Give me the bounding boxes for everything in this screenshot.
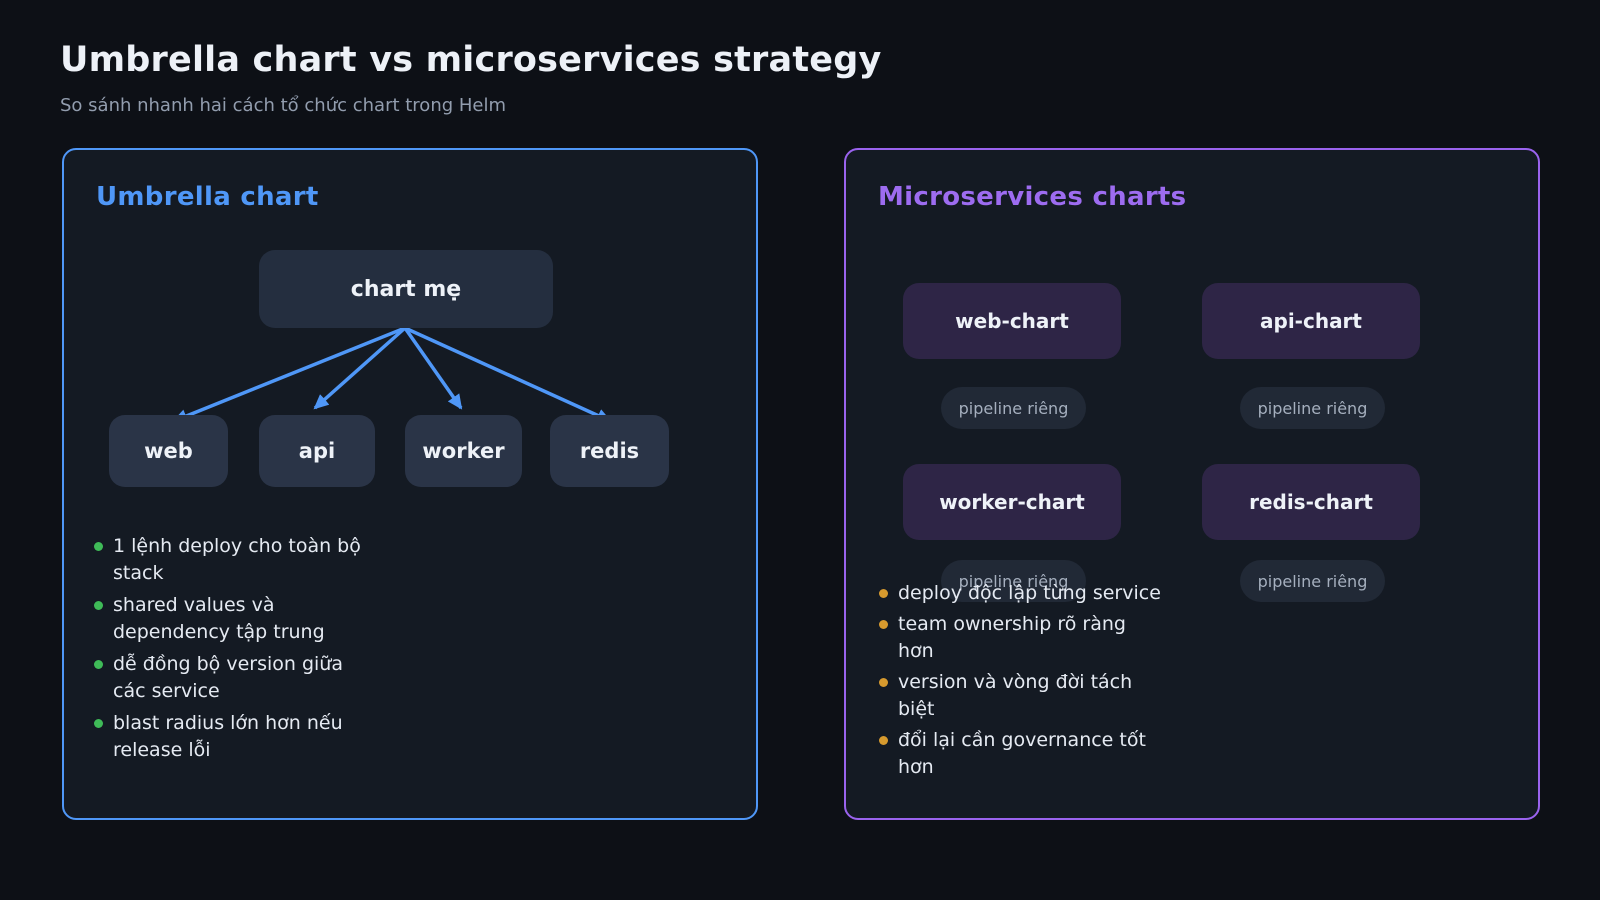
pipeline-badge-api: pipeline riêng: [1240, 387, 1385, 429]
amber-bullet-icon: [879, 678, 888, 687]
green-bullet-icon: [94, 660, 103, 669]
bullet-text: 1 lệnh deploy cho toàn bộ stack: [113, 535, 361, 584]
list-item: 1 lệnh deploy cho toàn bộ stack: [94, 533, 379, 587]
node-api: api: [259, 415, 375, 487]
amber-bullet-icon: [879, 589, 888, 598]
bullet-text: đổi lại cần governance tốt hơn: [898, 729, 1146, 778]
page-subtitle: So sánh nhanh hai cách tổ chức chart tro…: [60, 95, 507, 116]
node-api-chart: api-chart: [1202, 283, 1420, 359]
node-redis-label: redis: [579, 439, 640, 463]
list-item: deploy độc lập từng service: [879, 580, 1164, 607]
arrow-to-api: [313, 326, 407, 410]
bullet-text: dễ đồng bộ version giữa các service: [113, 653, 343, 702]
umbrella-bullet-list: 1 lệnh deploy cho toàn bộ stack shared v…: [94, 533, 379, 769]
pipeline-badge-redis: pipeline riêng: [1240, 560, 1385, 602]
node-web-chart: web-chart: [903, 283, 1121, 359]
list-item: đổi lại cần governance tốt hơn: [879, 727, 1164, 781]
node-web: web: [109, 415, 228, 487]
node-chart-me: chart mẹ: [259, 250, 553, 328]
umbrella-panel-title: Umbrella chart: [96, 182, 319, 212]
list-item: shared values và dependency tập trung: [94, 592, 379, 646]
node-worker-label: worker: [422, 439, 505, 463]
microservices-panel-title: Microservices charts: [878, 182, 1187, 212]
node-web-chart-label: web-chart: [955, 309, 1069, 333]
page-title: Umbrella chart vs microservices strategy: [60, 40, 882, 80]
list-item: team ownership rõ ràng hơn: [879, 611, 1164, 665]
node-redis: redis: [550, 415, 669, 487]
amber-bullet-icon: [879, 736, 888, 745]
green-bullet-icon: [94, 601, 103, 610]
node-chart-me-label: chart mẹ: [350, 276, 462, 302]
node-redis-chart: redis-chart: [1202, 464, 1420, 540]
arrow-to-redis: [404, 326, 612, 423]
list-item: version và vòng đời tách biệt: [879, 669, 1164, 723]
umbrella-chart-panel: Umbrella chart chart mẹ web api worker r…: [62, 148, 758, 820]
list-item: blast radius lớn hơn nếu release lỗi: [94, 710, 379, 764]
green-bullet-icon: [94, 719, 103, 728]
bullet-text: team ownership rõ ràng hơn: [898, 613, 1126, 662]
bullet-text: blast radius lớn hơn nếu release lỗi: [113, 712, 343, 761]
node-api-chart-label: api-chart: [1260, 309, 1362, 333]
node-worker-chart: worker-chart: [903, 464, 1121, 540]
green-bullet-icon: [94, 542, 103, 551]
microservices-charts-panel: Microservices charts web-chart api-chart…: [844, 148, 1540, 820]
amber-bullet-icon: [879, 620, 888, 629]
bullet-text: deploy độc lập từng service: [898, 582, 1161, 604]
bullet-text: version và vòng đời tách biệt: [898, 671, 1133, 720]
arrow-to-worker: [403, 326, 463, 410]
node-worker: worker: [405, 415, 522, 487]
pipeline-badge-worker: pipeline riêng: [941, 560, 1086, 602]
node-worker-chart-label: worker-chart: [939, 490, 1085, 514]
pipeline-badge-web: pipeline riêng: [941, 387, 1086, 429]
node-redis-chart-label: redis-chart: [1249, 490, 1373, 514]
bullet-text: shared values và dependency tập trung: [113, 594, 325, 643]
arrow-to-web: [172, 326, 406, 423]
node-api-label: api: [298, 439, 336, 463]
node-web-label: web: [144, 439, 193, 463]
list-item: dễ đồng bộ version giữa các service: [94, 651, 379, 705]
microservices-bullet-list: deploy độc lập từng service team ownersh…: [879, 580, 1164, 785]
